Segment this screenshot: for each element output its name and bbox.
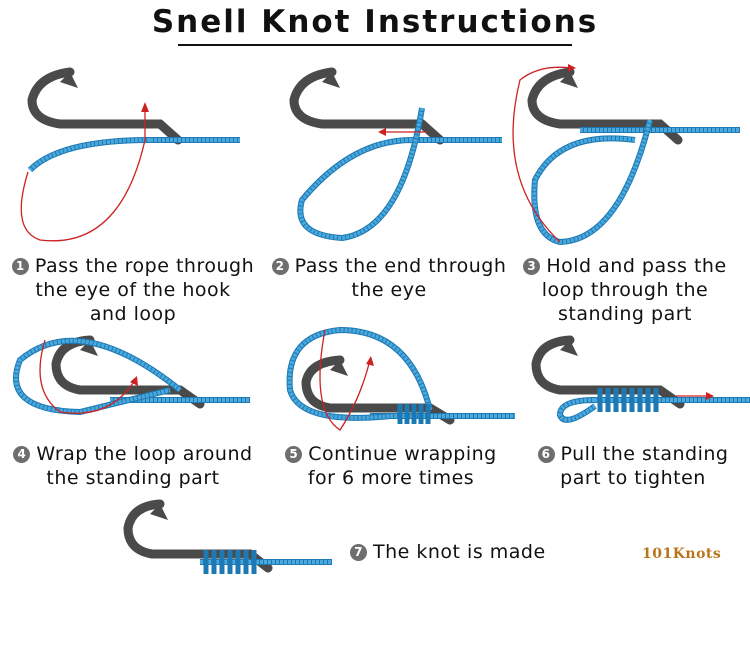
step-2-illustration bbox=[262, 60, 512, 242]
step-3-illustration bbox=[500, 60, 750, 246]
step-5-caption: 5 Continue wrapping for 6 more times bbox=[266, 442, 516, 490]
step-4-line-1: Wrap the loop around bbox=[36, 443, 253, 465]
step-6-illustration bbox=[520, 320, 750, 490]
step-7-badge: 7 bbox=[350, 544, 367, 561]
step-6-line-1: Pull the standing bbox=[560, 443, 729, 465]
step-2-line-1: Pass the end through bbox=[294, 255, 507, 277]
step-3-badge: 3 bbox=[523, 258, 541, 275]
step-4-badge: 4 bbox=[13, 446, 31, 463]
step-5-illustration bbox=[270, 320, 520, 490]
step-4-caption: 4 Wrap the loop around the standing part bbox=[8, 442, 258, 490]
step-3-caption: 3 Hold and pass the loop through the stan… bbox=[500, 254, 750, 326]
step-3-line-1: Hold and pass the bbox=[546, 255, 727, 277]
step-6-line-2: part to tighten bbox=[560, 467, 706, 489]
step-4-line-2: the standing part bbox=[46, 467, 220, 489]
step-2-badge: 2 bbox=[271, 258, 289, 275]
page-title: Snell Knot Instructions bbox=[151, 4, 599, 40]
step-1-line-3: and loop bbox=[89, 303, 177, 325]
brand-logo: 101Knots bbox=[642, 546, 722, 562]
step-2-line-2: the eye bbox=[351, 279, 427, 301]
step-5-badge: 5 bbox=[285, 446, 303, 463]
step-1-line-2: the eye of the hook bbox=[35, 279, 231, 301]
step-2-caption: 2 Pass the end through the eye bbox=[264, 254, 514, 302]
step-3-line-3: standing part bbox=[558, 303, 692, 325]
title-underline bbox=[178, 44, 572, 46]
arrow-path bbox=[20, 105, 146, 242]
step-7-line-1: The knot is made bbox=[373, 541, 546, 563]
step-7-illustration bbox=[110, 496, 360, 666]
step-1-line-1: Pass the rope through bbox=[34, 255, 255, 277]
step-1-badge: 1 bbox=[11, 258, 29, 275]
step-5-line-1: Continue wrapping bbox=[308, 443, 497, 465]
step-5-line-2: for 6 more times bbox=[307, 467, 475, 489]
step-1-caption: 1 Pass the rope through the eye of the ho… bbox=[8, 254, 258, 326]
hook-shape bbox=[27, 67, 183, 145]
step-6-badge: 6 bbox=[537, 446, 555, 463]
step-6-caption: 6 Pull the standing part to tighten bbox=[518, 442, 748, 490]
step-7-caption: 7 The knot is made bbox=[350, 540, 610, 564]
step-4-illustration bbox=[0, 320, 250, 490]
step-1-illustration bbox=[0, 60, 250, 242]
step-3-line-2: loop through the bbox=[541, 279, 709, 301]
